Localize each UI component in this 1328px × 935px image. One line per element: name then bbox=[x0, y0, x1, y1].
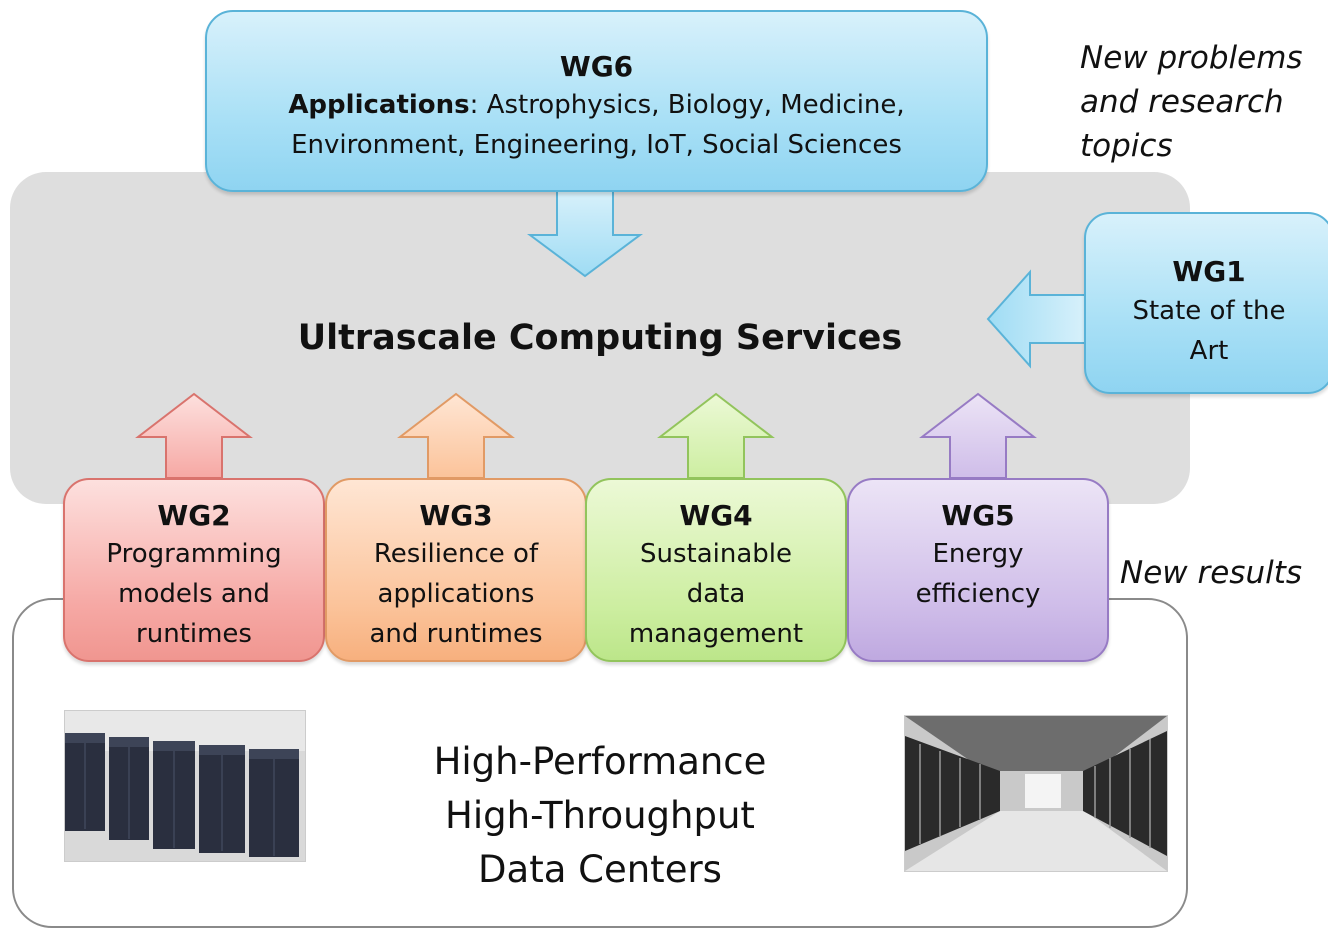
wg1-arrow bbox=[986, 269, 1087, 369]
wg6-line2: Environment, Engineering, IoT, Social Sc… bbox=[291, 130, 902, 160]
wg4-line1: Sustainable bbox=[639, 539, 792, 569]
wg3-line3: and runtimes bbox=[369, 619, 543, 649]
wg1-line2: Art bbox=[1189, 336, 1229, 366]
note-new-problems: New problems and research topics bbox=[1080, 36, 1303, 168]
datacenter-text: High-Performance High-Throughput Data Ce… bbox=[300, 735, 900, 897]
wg5-line1: Energy bbox=[932, 539, 1024, 569]
wg2-title: WG2 bbox=[157, 499, 231, 532]
wg4-line3: management bbox=[628, 619, 804, 649]
wg6-lead: Applications bbox=[288, 90, 470, 120]
datacenter-line1: High-Performance bbox=[433, 740, 767, 783]
wg1-box: WG1 State of the Art bbox=[1084, 212, 1328, 394]
wg2-line2: models and bbox=[118, 579, 270, 609]
datacenter-line2: High-Throughput bbox=[445, 794, 755, 837]
services-title: Ultrascale Computing Services bbox=[297, 318, 903, 358]
wg3-title: WG3 bbox=[419, 499, 493, 532]
wg4-box: WG4 Sustainable data management bbox=[585, 478, 847, 662]
wg2-line3: runtimes bbox=[136, 619, 252, 649]
wg2-line1: Programming bbox=[106, 539, 282, 569]
wg6-arrow bbox=[526, 189, 644, 278]
wg2-box: WG2 Programming models and runtimes bbox=[63, 478, 325, 662]
wg4-title: WG4 bbox=[679, 499, 753, 532]
wg5-title: WG5 bbox=[941, 499, 1015, 532]
wg6-description: Applications: Astrophysics, Biology, Med… bbox=[207, 85, 986, 165]
note-top-line1: New problems bbox=[1080, 40, 1303, 76]
note-new-results: New results bbox=[1120, 555, 1303, 591]
wg1-title: WG1 bbox=[1172, 255, 1246, 288]
wg1-line1: State of the bbox=[1132, 296, 1286, 326]
note-top-line2: and research bbox=[1080, 84, 1284, 120]
note-top-line3: topics bbox=[1080, 128, 1173, 164]
wg6-box: WG6 Applications: Astrophysics, Biology,… bbox=[205, 10, 988, 192]
wg5-line2: efficiency bbox=[915, 579, 1041, 609]
wg3-line1: Resilience of bbox=[373, 539, 539, 569]
wg1-description: State of the Art bbox=[1086, 291, 1328, 371]
wg3-line2: applications bbox=[377, 579, 535, 609]
wg3-box: WG3 Resilience of applications and runti… bbox=[325, 478, 587, 662]
wg5-arrow bbox=[919, 392, 1037, 479]
supercomputer-photo bbox=[64, 710, 306, 862]
wg4-arrow bbox=[657, 392, 775, 479]
wg6-line1: : Astrophysics, Biology, Medicine, bbox=[469, 90, 905, 120]
wg3-arrow bbox=[397, 392, 515, 479]
datacenter-line3: Data Centers bbox=[478, 848, 722, 891]
wg4-line2: data bbox=[686, 579, 746, 609]
datacenter-aisle-photo bbox=[904, 715, 1168, 872]
wg6-title: WG6 bbox=[559, 50, 634, 83]
wg5-box: WG5 Energy efficiency bbox=[847, 478, 1109, 662]
wg2-arrow bbox=[135, 392, 253, 479]
